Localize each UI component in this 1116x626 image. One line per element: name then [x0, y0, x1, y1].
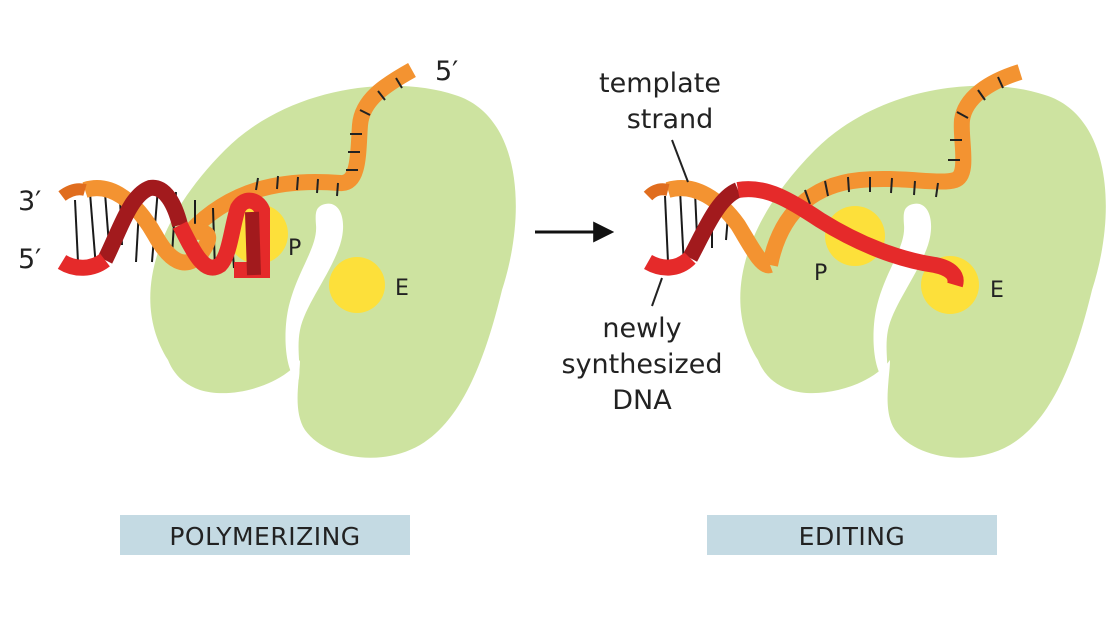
label-site-p-left: P — [288, 236, 301, 261]
label-5-prime-end-bottom: 5′ — [18, 244, 41, 275]
label-new-dna-line1: newly — [602, 313, 681, 344]
new-strand-front-right — [644, 181, 964, 288]
editing-site-e-left — [329, 257, 385, 313]
template-strand-pointer — [671, 139, 689, 183]
panel-title-editing: EDITING — [799, 522, 906, 551]
label-site-e-right: E — [990, 278, 1004, 303]
label-3-prime-end: 3′ — [18, 186, 41, 217]
enzyme-cleft-left — [285, 203, 344, 382]
template-strand-back-right — [643, 183, 670, 201]
template-base-ticks-left — [255, 77, 403, 197]
template-strand-helix-right — [665, 180, 773, 274]
new-strand-front-left — [57, 192, 270, 278]
label-site-p-right: P — [814, 261, 827, 286]
panel-title-polymerizing: POLYMERIZING — [169, 522, 360, 551]
enzyme-body-right — [740, 85, 1106, 458]
polymerizing-panel: 3′ 5′ 5′ P E POLYMERIZING — [18, 56, 516, 555]
label-template-strand-line2: strand — [627, 104, 714, 135]
template-strand-single-right — [762, 64, 1023, 267]
label-new-dna-line2: synthesized — [562, 349, 723, 380]
new-strand-back-left — [97, 179, 188, 264]
new-dna-pointer — [651, 277, 663, 307]
label-new-dna-line3: DNA — [612, 385, 672, 416]
template-strand-helix-left — [82, 180, 217, 271]
template-base-ticks-right — [804, 76, 1004, 205]
editing-panel: template strand newly synthesized DNA P … — [562, 64, 1106, 555]
label-5-prime-end-top: 5′ — [435, 56, 458, 87]
new-strand-end-dark-left — [245, 211, 261, 276]
new-strand-back-right — [682, 182, 742, 262]
panel-title-box-left — [120, 515, 410, 555]
enzyme-cleft-right — [873, 203, 932, 382]
panel-title-box-right — [707, 515, 997, 555]
label-template-strand-line1: template — [599, 68, 721, 99]
label-site-e-left: E — [395, 276, 409, 301]
template-strand-back-left — [58, 183, 87, 201]
